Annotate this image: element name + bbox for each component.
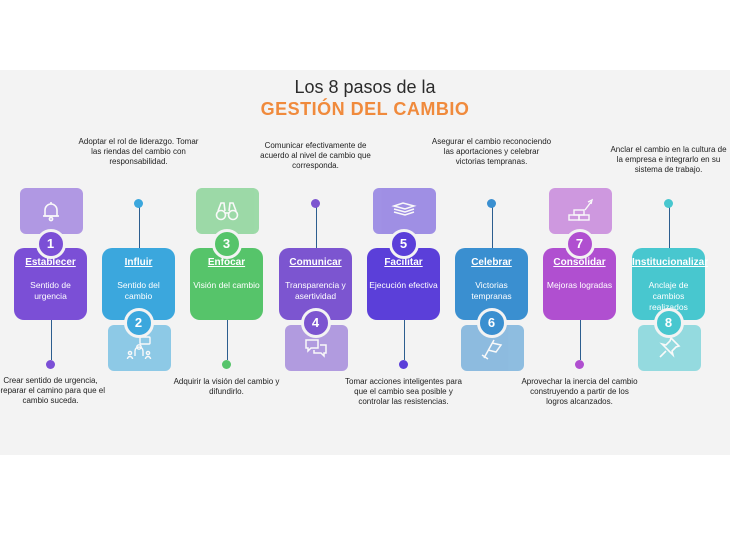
binoculars-icon <box>214 198 240 224</box>
step-4-number: 4 <box>300 308 331 338</box>
step-2-connector <box>138 206 140 248</box>
step-5-dot <box>399 360 408 369</box>
step-8-description: Anclaje de cambios realizados <box>648 280 689 312</box>
step-1-note: Crear sentido de urgencia, preparar el c… <box>0 376 105 405</box>
step-2-dot <box>134 199 143 208</box>
step-5-name: Facilitar <box>384 257 423 268</box>
step-1-description: Sentido de urgencia <box>30 280 71 301</box>
step-2-number: 2 <box>123 308 154 338</box>
step-4-connector <box>315 206 317 248</box>
step-1-name: Establecer <box>25 257 76 268</box>
step-7-dot <box>575 360 584 369</box>
step-1-connector <box>50 320 52 360</box>
title-line-2: GESTIÓN DEL CAMBIO <box>260 99 470 119</box>
step-5-connector <box>403 320 405 360</box>
step-7-description: Mejoras logradas <box>546 280 613 290</box>
step-2-description: Sentido del cambio <box>117 280 160 301</box>
step-3-description: Visión del cambio <box>193 280 260 290</box>
step-6-description: Victorias tempranas <box>471 280 512 301</box>
step-4-dot <box>311 199 320 208</box>
step-7-connector <box>579 320 581 360</box>
step-3-name: Enfocar <box>207 257 246 268</box>
step-6-number: 6 <box>476 308 507 338</box>
step-5-note: Tomar acciones inteligentes para que el … <box>345 377 462 406</box>
title-line-1: Los 8 pasos de la <box>294 77 436 97</box>
pin-icon <box>656 335 682 361</box>
step-6-connector <box>491 206 493 248</box>
leader-presentation-icon <box>126 335 152 361</box>
step-4-note: Comunicar efectivamente de acuerdo al ni… <box>260 141 371 170</box>
step-4-name: Comunicar <box>289 257 342 268</box>
flag-icon <box>479 335 505 361</box>
step-6-dot <box>487 199 496 208</box>
step-8-note: Anclar el cambio en la cultura de la emp… <box>610 145 727 174</box>
step-8-dot <box>664 199 673 208</box>
step-7-icon-tab <box>548 188 612 234</box>
step-5-icon-tab <box>372 188 436 234</box>
step-3-dot <box>222 360 231 369</box>
step-7-name: Consolidar <box>553 257 606 268</box>
chat-bubbles-icon <box>303 335 329 361</box>
step-3-number: 3 <box>211 229 242 259</box>
step-3-connector <box>226 320 228 360</box>
step-3-icon-tab <box>195 188 259 234</box>
step-7-note: Aprovechar la inercia del cambio constru… <box>521 377 638 406</box>
brick-trowel-icon <box>567 198 594 224</box>
step-8-name: Institucionalizar <box>632 257 709 268</box>
step-7-number: 7 <box>564 229 595 259</box>
step-6-name: Celebrar <box>471 257 512 268</box>
step-5-description: Ejecución efectiva <box>369 280 438 290</box>
step-5-number: 5 <box>388 229 419 259</box>
step-2-name: Influir <box>124 257 153 268</box>
step-3-note: Adquirir la visión del cambio y difundir… <box>173 377 280 396</box>
step-4-description: Transparencia y asertividad <box>285 280 346 301</box>
step-1-dot <box>46 360 55 369</box>
bell-icon <box>38 198 64 224</box>
step-8-connector <box>668 206 670 248</box>
step-1-number: 1 <box>35 229 66 259</box>
step-8-number: 8 <box>653 308 684 338</box>
open-book-icon <box>391 198 417 224</box>
step-2-note: Adoptar el rol de liderazgo. Tomar las r… <box>78 137 199 166</box>
step-6-note: Asegurar el cambio reconociendo las apor… <box>431 137 552 166</box>
step-1-icon-tab <box>19 188 83 234</box>
